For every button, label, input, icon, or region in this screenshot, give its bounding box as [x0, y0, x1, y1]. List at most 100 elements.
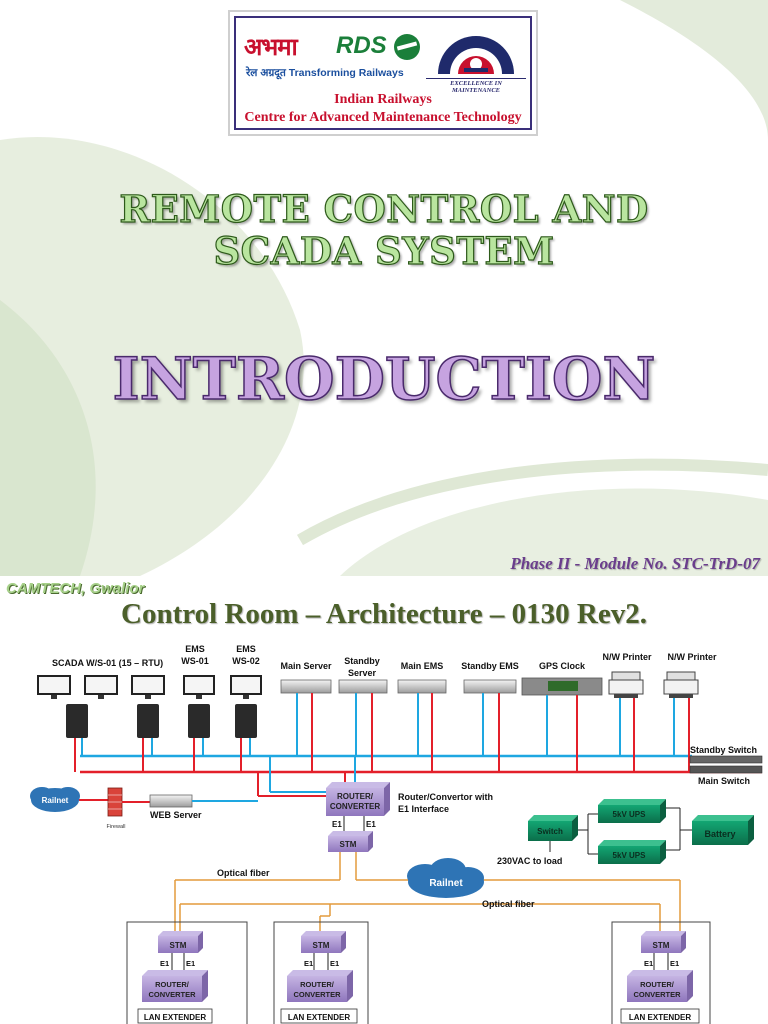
- organization-label: CAMTECH, Gwalior: [6, 580, 145, 597]
- e1-label: E1: [186, 959, 195, 968]
- scada-tower-icon: [66, 704, 88, 738]
- scada-monitor-icon: [37, 675, 71, 699]
- printer-icon: [608, 671, 644, 698]
- server-links: [296, 693, 690, 772]
- lan-extender-label: LAN EXTENDER: [629, 1013, 691, 1022]
- ups-icon: [598, 840, 666, 864]
- printer1-label: N/W Printer: [602, 652, 652, 662]
- e1-label: E1: [366, 820, 376, 829]
- stm-label: STM: [170, 941, 187, 950]
- remote-site-panel: [126, 921, 248, 1024]
- e1-label: E1: [160, 959, 169, 968]
- stm-label: STM: [313, 941, 330, 950]
- gps-clock-icon: [521, 677, 603, 696]
- standby-ems-label: Standby EMS: [461, 661, 519, 671]
- main-ems-icon: [397, 679, 447, 694]
- ems-tower-icon: [188, 704, 210, 738]
- printer-icon: [663, 671, 699, 698]
- logo-brand-text: RDS: [336, 32, 387, 59]
- router-label-line2: CONVERTER: [330, 802, 380, 811]
- main-server-label: Main Server: [280, 661, 332, 671]
- router-label-line1: ROUTER/: [300, 980, 335, 989]
- e1-label: E1: [644, 959, 653, 968]
- stm-icon: [328, 831, 373, 852]
- ems-tower-icon: [235, 704, 257, 738]
- standby-ems-icon: [463, 679, 517, 694]
- railnet-cloud-label: Railnet: [429, 878, 463, 889]
- scada-monitor-icon: [84, 675, 118, 699]
- ups-top-label: 5kV UPS: [613, 810, 647, 819]
- printer2-label: N/W Printer: [667, 652, 717, 662]
- router-converter-icon: [326, 782, 390, 816]
- lan-extender-label: LAN EXTENDER: [288, 1013, 350, 1022]
- router-label-line2: CONVERTER: [293, 990, 341, 999]
- standby-server-icon: [338, 679, 388, 694]
- slide-title: Control Room – Architecture – 0130 Rev2.: [121, 598, 647, 630]
- stm-label: STM: [340, 840, 357, 849]
- globe-icon: [394, 34, 420, 60]
- optical-fiber-label: Optical fiber: [482, 899, 535, 909]
- web-server-label: WEB Server: [150, 810, 202, 820]
- remote-site-panel: [273, 921, 369, 1024]
- main-switch-label: Main Switch: [698, 776, 750, 786]
- router-label-line2: CONVERTER: [633, 990, 681, 999]
- emblem-arc-icon: [438, 36, 514, 74]
- organization-logo: अभमा RDS रेल अग्रदूत Transforming Railwa…: [234, 16, 532, 130]
- main-ems-label: Main EMS: [401, 661, 444, 671]
- rdso-logo: अभमा RDS रेल अग्रदूत Transforming Railwa…: [244, 26, 424, 86]
- lan-extender-label: LAN EXTENDER: [144, 1013, 206, 1022]
- remote-site-panel: [611, 921, 711, 1024]
- e1-label: E1: [670, 959, 679, 968]
- module-number: Phase II - Module No. STC-TrD-07: [510, 554, 760, 573]
- router-desc-line1: Router/Convertor with: [398, 792, 493, 802]
- standby-switch-label: Standby Switch: [690, 745, 757, 755]
- ems-ws01-label-line1: EMS: [185, 644, 205, 654]
- railnet-left-label: Railnet: [42, 796, 69, 805]
- main-server-icon: [280, 679, 332, 694]
- optical-fiber-links: [174, 852, 681, 932]
- router-label-line1: ROUTER/: [155, 980, 190, 989]
- scada-monitor-icon: [131, 675, 165, 699]
- e1-label: E1: [330, 959, 339, 968]
- title-slide: अभमा RDS रेल अग्रदूत Transforming Railwa…: [0, 0, 768, 576]
- presentation-title: REMOTE CONTROL AND SCADA SYSTEM: [119, 187, 649, 273]
- stm-label: STM: [653, 941, 670, 950]
- logo-tagline: रेल अग्रदूत Transforming Railways: [246, 67, 404, 79]
- gps-clock-label: GPS Clock: [539, 661, 586, 671]
- section-heading: INTRODUCTION: [112, 345, 656, 413]
- workstation-links: [74, 738, 251, 772]
- router-desc-line2: E1 Interface: [398, 804, 449, 814]
- ups-icon: [598, 799, 666, 823]
- certification-emblem: EXCELLENCE IN MAINTENANCE: [426, 24, 526, 94]
- scada-ws-label: SCADA W/S-01 (15 – RTU): [52, 658, 163, 668]
- network-diagram: SCADA W/S-01 (15 – RTU) EMS WS-01 EMS WS…: [30, 644, 763, 1024]
- standby-server-label-line2: Server: [348, 668, 377, 678]
- scada-tower-icon: [137, 704, 159, 738]
- battery-label: Battery: [704, 829, 735, 839]
- router-label-line1: ROUTER/: [640, 980, 675, 989]
- ems-ws02-label-line1: EMS: [236, 644, 256, 654]
- web-server-icon: [149, 794, 193, 808]
- switch-label: Switch: [537, 827, 563, 836]
- router-label-line2: CONVERTER: [148, 990, 196, 999]
- main-switch-icon: [689, 765, 763, 774]
- switch-box-icon: [528, 815, 578, 841]
- ems-ws02-label-line2: WS-02: [232, 656, 260, 666]
- railnet-cloud-icon: [407, 858, 484, 898]
- org-name-line1: Indian Railways: [334, 92, 432, 107]
- ups-wiring: [549, 807, 692, 855]
- logo-hindi-text: अभमा: [244, 33, 298, 61]
- firewall-label: Firewall: [107, 824, 126, 830]
- emblem-motto: EXCELLENCE IN MAINTENANCE: [426, 78, 526, 94]
- e1-label: E1: [332, 820, 342, 829]
- e1-label: E1: [304, 959, 313, 968]
- standby-server-label-line1: Standby: [344, 656, 380, 666]
- ups-bottom-label: 5kV UPS: [613, 851, 647, 860]
- optical-fiber-label: Optical fiber: [217, 868, 270, 878]
- railnet-cloud-icon: [30, 787, 80, 812]
- architecture-slide: CAMTECH, Gwalior Control Room – Architec…: [0, 576, 768, 1024]
- vac-label: 230VAC to load: [497, 856, 562, 866]
- ems-ws01-label-line2: WS-01: [181, 656, 209, 666]
- org-name-line2: Centre for Advanced Maintenance Technolo…: [244, 110, 522, 125]
- firewall-icon: [107, 787, 123, 817]
